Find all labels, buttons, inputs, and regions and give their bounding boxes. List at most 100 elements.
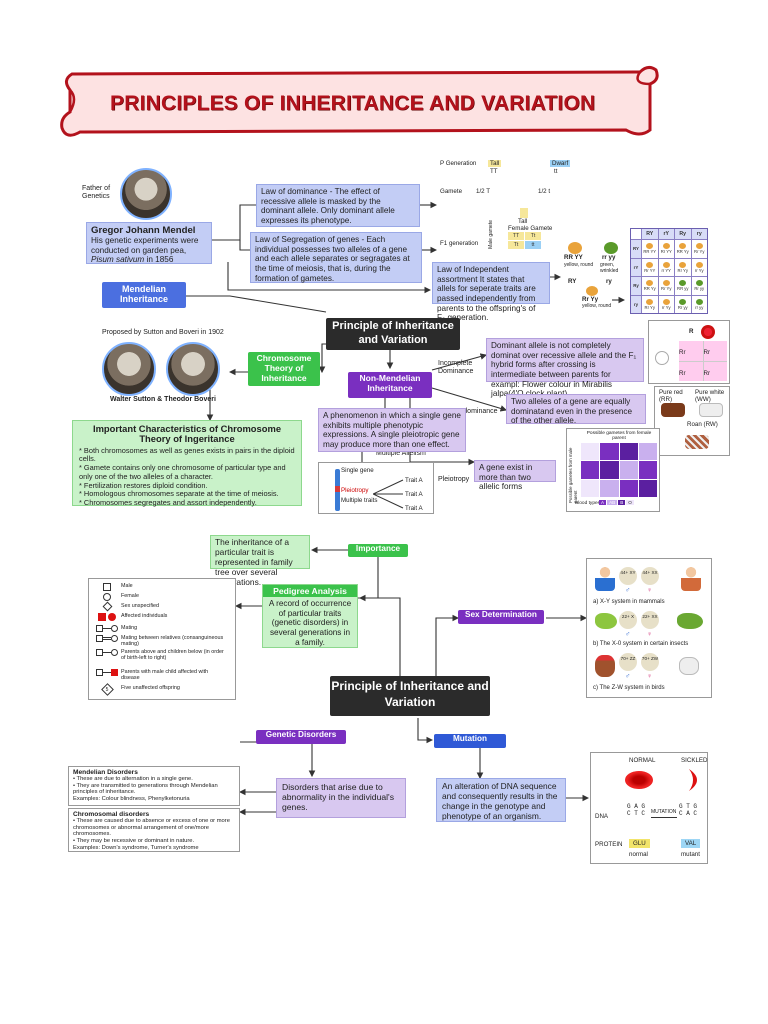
chromosome-theory-tag: Chromosome Theory of Inheritance (248, 352, 320, 386)
rooster-icon (595, 655, 615, 677)
rryy-big: RR YY (564, 254, 583, 261)
half-T: 1/2 T (476, 188, 490, 195)
white-cow-icon (699, 403, 723, 417)
pedigree-legend-item: Parents with male child affected with di… (93, 669, 233, 681)
affected-symbol-icon (93, 613, 121, 621)
multiple-allelism-text: A gene exist in more than two allelic fo… (474, 460, 556, 491)
pedigree-legend-item: Affected individuals (93, 613, 233, 621)
parents-children-symbol-icon (93, 649, 121, 656)
pedigree-legend-label: Parents above and children below (in ord… (121, 649, 224, 662)
monohybrid-grid: TT Tt Tt tt (508, 232, 541, 249)
yellow-round-label: yellow, round (564, 262, 594, 268)
blood-grid (581, 443, 657, 497)
blood-type-label: B (618, 500, 626, 505)
pea-f1-icon (586, 286, 598, 296)
punnett-cell: Rr Yy (658, 277, 674, 295)
flower-cell-label: Rr (679, 349, 686, 356)
law-of-independent-assortment: Law of Independent assortment It states … (432, 262, 550, 322)
blood-type-label: AB (607, 500, 618, 505)
pedigree-legend-label: Parents with male child affected with di… (121, 669, 209, 682)
grid-cell: tt (525, 241, 541, 249)
punnett-cell: RR YY (642, 240, 658, 258)
punnett-genotype: Rr Yy (644, 304, 655, 310)
sickled-label: SICKLED (681, 757, 708, 764)
punnett-genotype: Rr Yy (661, 286, 672, 292)
affected-child-symbol-icon (93, 669, 121, 676)
pleiotropy-diagram-label: Pleiotropy (341, 487, 369, 494)
mutant-label: mutant (681, 851, 700, 858)
punnett-genotype: Rr yy (694, 286, 705, 292)
blood-cell (581, 479, 600, 497)
chromosome-theory-point: * Gamete contains only one chromosome of… (79, 463, 286, 481)
blood-cell (581, 461, 600, 479)
tall-f1-label: Tall (518, 218, 528, 225)
pea-icon (679, 280, 687, 287)
normal-label: NORMAL (629, 757, 656, 764)
punnett-corner (631, 229, 641, 239)
flower-cell: Rr (703, 341, 727, 361)
chromosomal-disorders-box: Chromosomal disorders • These are caused… (68, 808, 240, 852)
five-offspring-symbol-icon: 5 (93, 683, 121, 696)
pea-icon (695, 298, 703, 305)
insect-female-icon (677, 613, 703, 629)
normal-rbc-icon (625, 771, 653, 789)
pedigree-legend-label: Female (121, 593, 139, 599)
mutation-tag: Mutation (434, 734, 506, 748)
dna-label: DNA (595, 813, 609, 820)
punnett-genotype: rr Yy (661, 304, 671, 310)
punnett-cell: RR yy (675, 277, 691, 295)
flower-cell-label: Rr (679, 369, 686, 377)
father-label: Father of Genetics (82, 185, 111, 201)
blood-cell (638, 443, 657, 461)
punnett-cell: RR Yy (642, 277, 658, 295)
chromosome-theory-heading: Important Characteristics of Chromosome … (92, 423, 282, 445)
punnett-col-header: ry (691, 229, 707, 239)
pedigree-legend-item: Parents above and children below (in ord… (93, 649, 233, 661)
pea-icon (662, 298, 670, 305)
pea-icon (646, 261, 654, 268)
trait-a-3: Trait A (405, 505, 423, 512)
pedigree-legend-item: Sex unspecified (93, 601, 233, 612)
flower-r-label: R (689, 328, 694, 335)
punnett-col-header: rY (658, 229, 674, 239)
pea-icon (646, 243, 654, 250)
pea-icon (679, 261, 687, 268)
center-title-1: Principle of Inheritance and Variation (326, 318, 460, 350)
mendel-box: Gregor Johann Mendel His genetic experim… (86, 222, 212, 264)
importance-tag: Importance (348, 544, 408, 557)
pedigree-text: A record of occurrence of particular tra… (268, 599, 352, 647)
pedigree-legend-item: Male (93, 583, 233, 591)
xo-caption: b) The X-0 system in certain insects (593, 641, 689, 647)
disorder-point: • They may be recessive or dominant in n… (73, 837, 195, 844)
f1-label: yellow, round (582, 303, 612, 309)
protein-label: PROTEIN (595, 841, 623, 848)
female-symbol-icon: ♀ (647, 673, 653, 680)
flower-cross-diagram: R Rr Rr Rr Rr (648, 320, 730, 384)
red-cow-icon (661, 403, 685, 417)
blood-cell (638, 461, 657, 479)
punnett-cell: Rr Yy (675, 258, 691, 276)
punnett-row-header: RY (631, 240, 641, 258)
tt-f1-icon (520, 208, 528, 218)
sex-determination-panel: 44+ XY 44+ XX ♂ ♀ a) X-Y system in mamma… (586, 558, 712, 698)
mendelian-disorders-points: • These are due to alternation in a sing… (73, 776, 235, 803)
pleiotropy-diagram: Single gene Pleiotropy Multiple traits T… (318, 462, 434, 514)
blood-header: Possible gametes from female parent (586, 431, 652, 441)
tall-label: Tall (488, 160, 502, 168)
punnett-cell: Rr YY (642, 258, 658, 276)
sutton-boveri-names: Walter Sutton & Theodor Boveri (110, 396, 216, 403)
zw-female: 70+ ZW (641, 653, 659, 671)
pedigree-legend-label: Male (121, 583, 133, 589)
single-gene-label: Single gene (341, 467, 374, 474)
punnett-cell: Rr yy (675, 295, 691, 313)
punnett-cell: Rr Yy (642, 295, 658, 313)
boveri-photo (166, 342, 220, 396)
blood-cell (600, 443, 619, 461)
pedigree-legend-item: Mating (93, 625, 233, 632)
codominance-label: Co-dominance (452, 408, 498, 415)
blood-cell (600, 461, 619, 479)
punnett-col-header: RY (642, 229, 658, 239)
tt-recessive: tt (554, 168, 558, 175)
male-gamete-label: Male gamete (488, 220, 494, 249)
